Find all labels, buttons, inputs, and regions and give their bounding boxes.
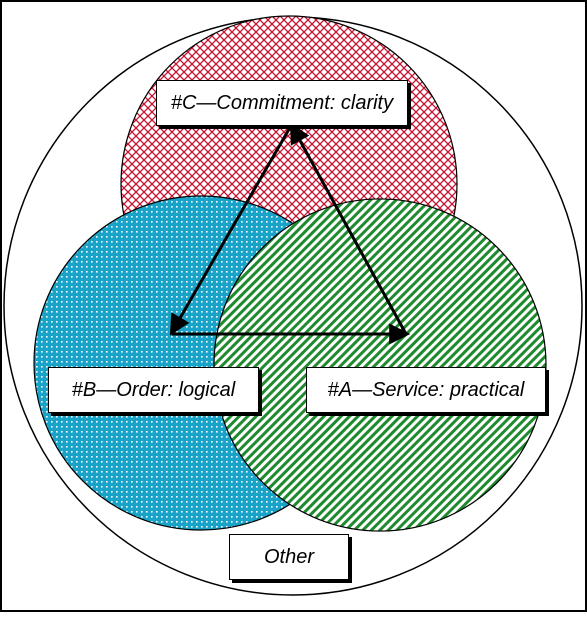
set-b-label: #B—Order: logical [48, 367, 259, 413]
arrow-c-to-b [169, 123, 294, 336]
set-c-label: #C—Commitment: clarity [156, 80, 408, 126]
set-a-circle [213, 198, 547, 532]
set-a-label: #A—Service: practical [306, 367, 546, 413]
other-label: Other [229, 534, 349, 580]
arrow-a-to-c [289, 122, 408, 335]
